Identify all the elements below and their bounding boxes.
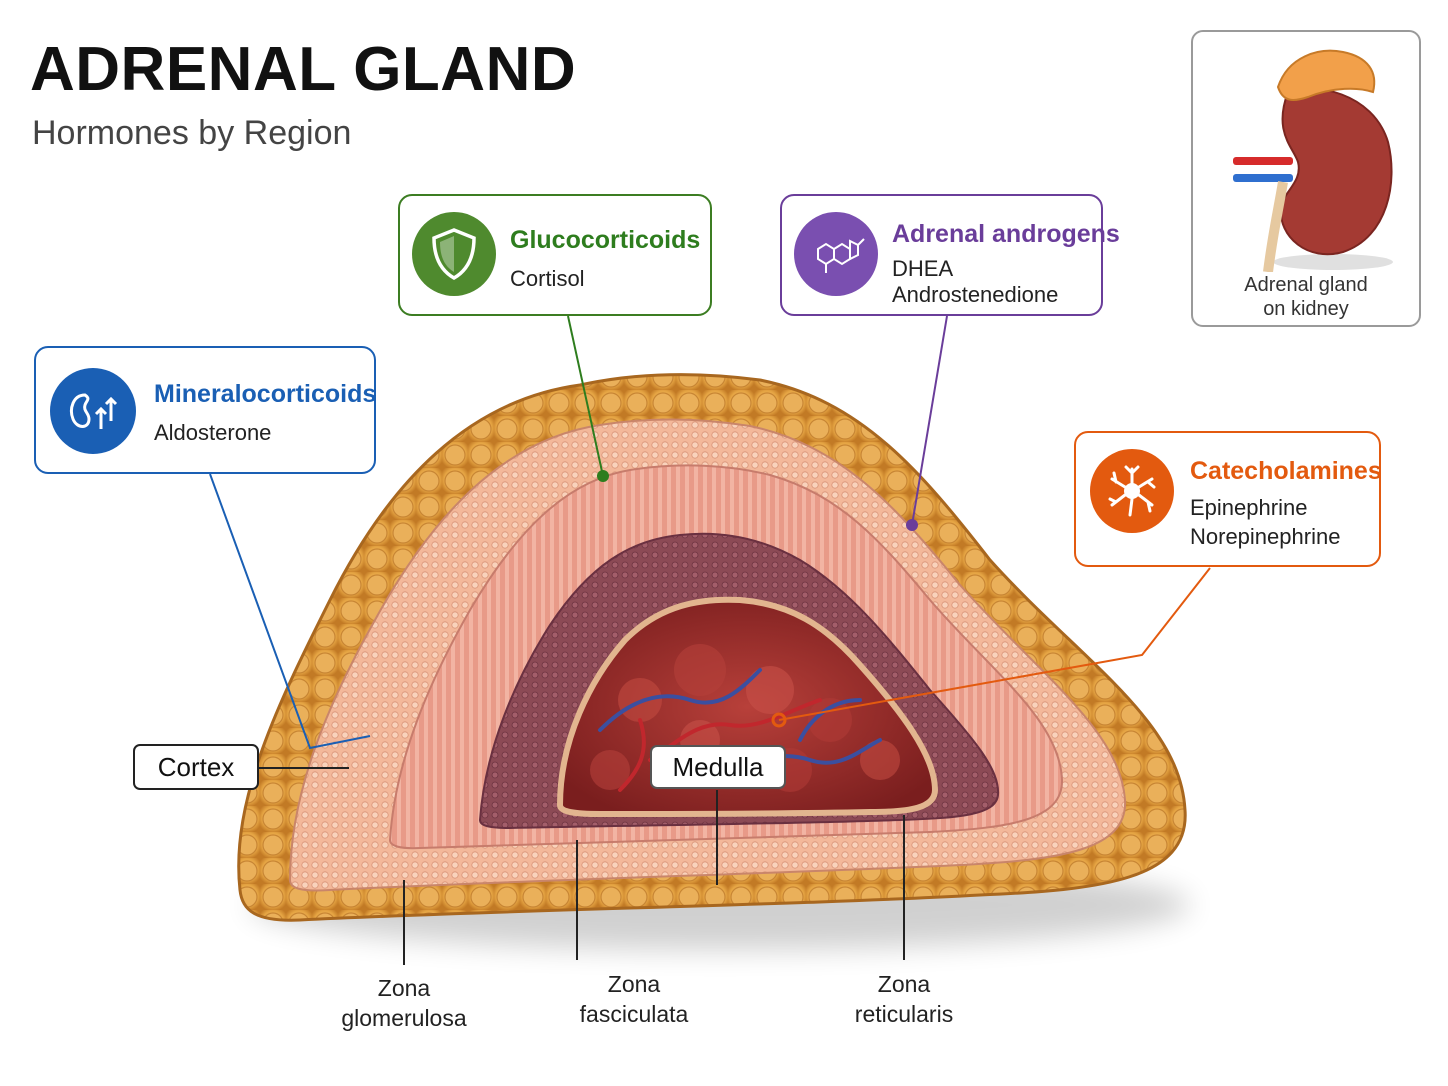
kidney-arrows-icon: [50, 368, 136, 454]
kidney-illustration: [1233, 49, 1393, 272]
label-zona-reticularis-line2: reticularis: [854, 1001, 954, 1027]
card-mineralocorticoids-line1: Aldosterone: [154, 420, 272, 445]
label-cortex: Cortex: [133, 744, 259, 790]
card-glucocorticoids-title: Glucocorticoids: [510, 226, 701, 254]
shield-icon: [412, 212, 496, 296]
card-mineralocorticoids: Mineralocorticoids Aldosterone: [34, 346, 376, 474]
label-zona-fasciculata: Zona fasciculata: [534, 969, 734, 1029]
card-androgens-title: Adrenal androgens: [892, 220, 1120, 248]
inset-caption-line1: Adrenal gland: [1244, 274, 1368, 296]
molecule-icon: [794, 212, 878, 296]
card-glucocorticoids: Glucocorticoids Cortisol: [398, 194, 712, 316]
label-zona-reticularis-line1: Zona: [877, 971, 931, 997]
card-androgens-line2: Androstenedione: [892, 282, 1059, 307]
label-zona-reticularis: Zona reticularis: [804, 969, 1004, 1029]
page-subtitle: Hormones by Region: [32, 114, 352, 152]
card-catecholamines-line2: Norepinephrine: [1190, 524, 1341, 549]
card-androgens-line1: DHEA: [892, 256, 954, 281]
card-catecholamines-line1: Epinephrine: [1190, 495, 1308, 520]
medulla-vessels: [598, 668, 882, 792]
leader-lines: [209, 315, 1211, 965]
label-zona-glomerulosa: Zona glomerulosa: [304, 973, 504, 1033]
card-catecholamines: Catecholamines Epinephrine Norepinephrin…: [1074, 431, 1382, 567]
label-zona-fasciculata-line1: Zona: [607, 971, 661, 997]
label-zona-glomerulosa-line1: Zona: [377, 975, 431, 1001]
page-title: ADRENAL GLAND: [30, 35, 577, 104]
inset-caption-line2: on kidney: [1263, 298, 1349, 320]
label-medulla: Medulla: [650, 745, 786, 789]
neuron-icon: [1090, 449, 1174, 533]
label-zona-fasciculata-line2: fasciculata: [579, 1001, 689, 1027]
card-glucocorticoids-line1: Cortisol: [510, 266, 585, 291]
inset-kidney-panel: Adrenal gland on kidney: [1191, 30, 1421, 327]
card-adrenal-androgens: Adrenal androgens DHEA Androstenedione: [780, 194, 1120, 316]
card-catecholamines-title: Catecholamines: [1190, 457, 1382, 485]
card-mineralocorticoids-title: Mineralocorticoids: [154, 380, 377, 408]
label-zona-glomerulosa-line2: glomerulosa: [341, 1005, 467, 1031]
